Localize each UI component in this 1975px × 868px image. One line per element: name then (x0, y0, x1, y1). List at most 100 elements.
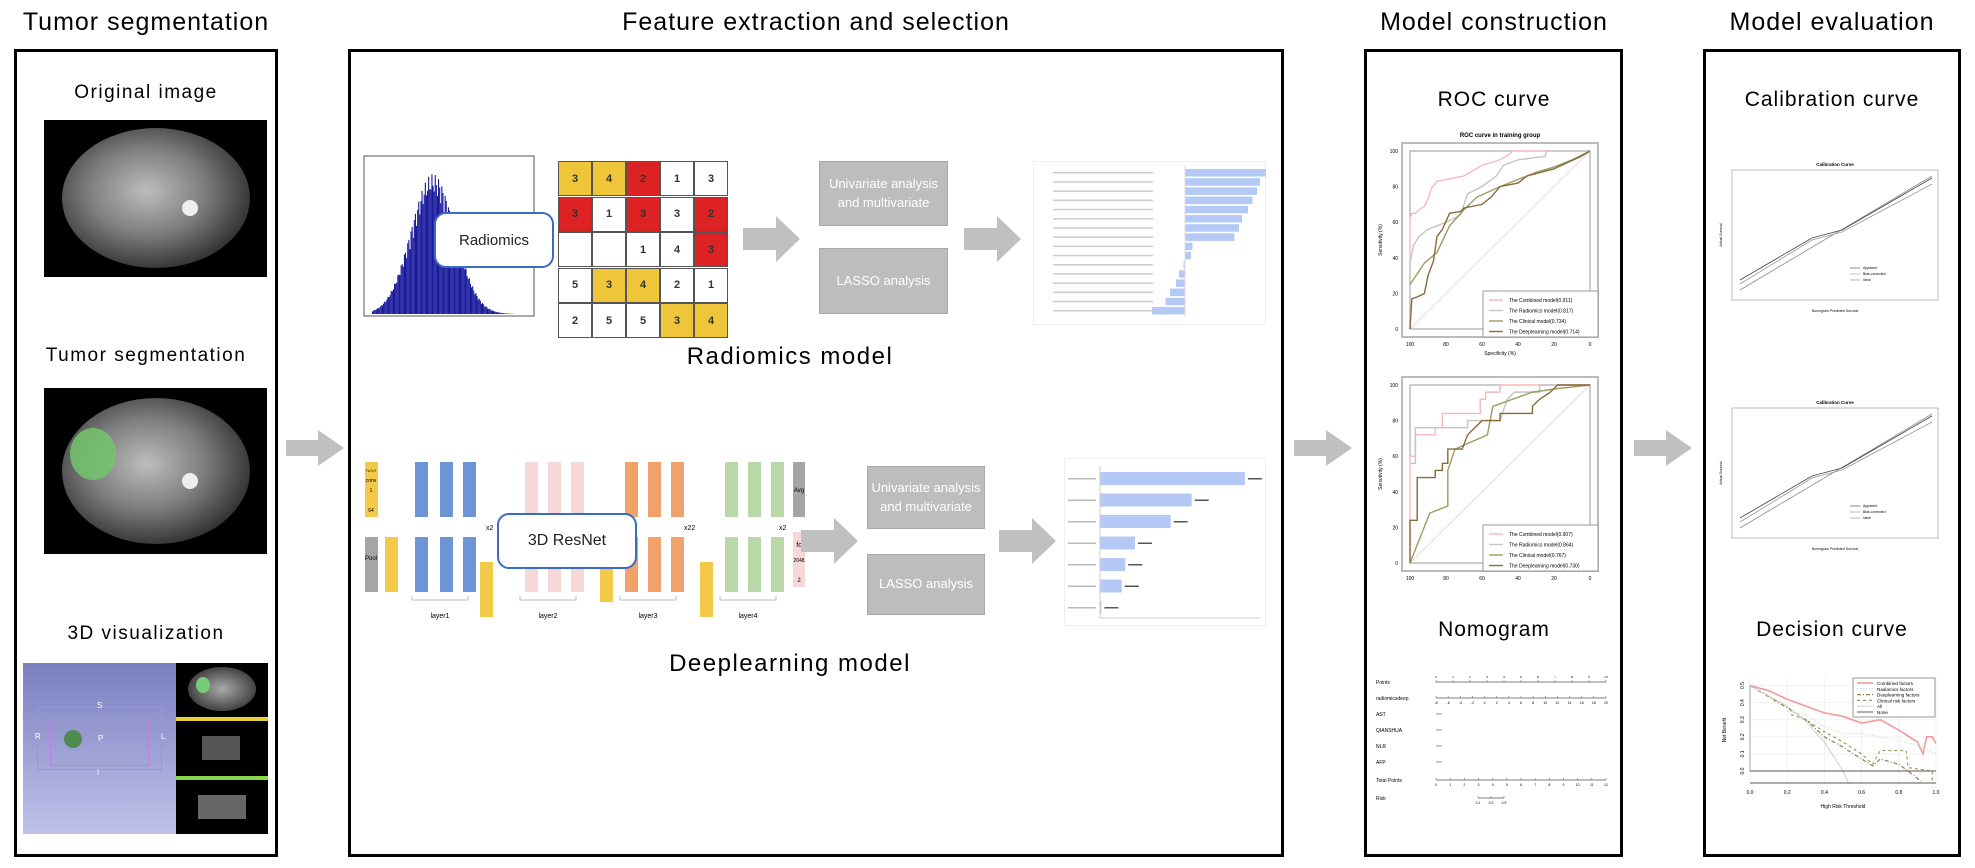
pool-block (365, 537, 378, 592)
histogram-bar (497, 312, 499, 314)
calibration-chart-test: Calibration CurveApparentBias-correctedI… (1719, 400, 1939, 551)
diagonal-reference (1409, 150, 1591, 330)
section-title-segmentation: Tumor segmentation (22, 8, 270, 36)
legend-label: The Clinical model(0.767) (1509, 553, 1566, 559)
calibration-apparent (1739, 177, 1933, 281)
histogram-bar (458, 246, 460, 314)
y-tick: 100 (1390, 383, 1399, 389)
y-tick: 0.4 (1740, 699, 1746, 706)
feature-label-placeholder (1068, 542, 1096, 544)
nomogram-row-label: Risk (1376, 796, 1386, 802)
histogram-bar (403, 254, 405, 314)
histogram-bar (399, 275, 401, 314)
conv-block (725, 537, 738, 592)
nomogram-tick-label: 6 (1520, 701, 1522, 705)
x-tick: 60 (1479, 342, 1485, 348)
histogram-bar (390, 290, 392, 314)
matrix-cell: 1 (592, 196, 626, 232)
matrix-cell: 2 (660, 267, 694, 303)
layer-bracket (519, 596, 577, 601)
radiomics-coefficient-chart (1033, 161, 1266, 325)
coefficient-bar (1185, 224, 1239, 232)
legend-label: Apparent (1863, 504, 1877, 508)
conv-block (625, 462, 638, 517)
matrix-cell: 4 (660, 232, 694, 267)
legend-label: The Combined model(0.907) (1509, 532, 1573, 538)
x-tick: 0.4 (1821, 790, 1828, 796)
histogram-bar (430, 189, 432, 314)
conv-block (648, 537, 661, 592)
x-tick: 0 (1589, 342, 1592, 348)
nomogram-tick-label: 5 (1520, 676, 1522, 679)
histogram-bar (479, 300, 481, 314)
value-label-placeholder (1194, 499, 1209, 501)
nomogram-tick-label: 0 (1484, 701, 1486, 705)
coefficient-bar (1152, 307, 1185, 315)
nomogram-tick-label: 10 (1543, 701, 1547, 705)
histogram-bar (487, 309, 489, 314)
orientation-i: I (97, 768, 100, 777)
histogram-bar (505, 313, 507, 314)
nomogram-tick-label: 3 (1478, 783, 1480, 787)
matrix-cell: 3 (660, 196, 694, 232)
conv-block (771, 462, 784, 517)
matrix-cell: 1 (626, 232, 660, 267)
nomogram-tick-label: 12 (1555, 701, 1559, 705)
nomogram-chart: PointsradiomicsdeepASTQIANSHUANLRAFPTota… (1376, 676, 1608, 805)
x-axis-label: Specificity (%) (1484, 351, 1516, 357)
x-tick: 0.8 (1895, 790, 1902, 796)
segmented-mri-image (44, 388, 267, 554)
deeplearning-model-label: Deeplearning model (669, 650, 911, 677)
histogram-bar (387, 296, 389, 314)
coefficient-bar (1183, 261, 1185, 269)
histogram-bar (502, 313, 504, 314)
histogram-bar (467, 279, 469, 314)
coefficient-bar (1185, 187, 1257, 195)
x-tick: 0.0 (1747, 790, 1754, 796)
nomogram-tick-label: 3 (1486, 676, 1488, 679)
histogram-bar (411, 226, 413, 314)
avg-pool-block (793, 462, 805, 517)
legend-label: Radiomics factors (1877, 687, 1914, 692)
histogram-bar (396, 282, 398, 314)
conv-block (440, 537, 453, 592)
pool-label: Pool (365, 556, 377, 562)
slice-slider-green[interactable] (176, 776, 268, 780)
calibration-bias-corrected (1739, 183, 1933, 285)
slice-slider-yellow[interactable] (176, 717, 268, 721)
tumor-segmentation-label: Tumor segmentation (45, 345, 247, 366)
histogram-bar (483, 304, 485, 314)
matrix-cell: 1 (694, 267, 728, 303)
histogram-bar (381, 305, 383, 314)
feature-label-placeholder (1053, 172, 1153, 174)
nomogram-tick-label: 9 (1563, 783, 1565, 787)
legend-box (1482, 290, 1599, 338)
layer-label: layer1 (430, 613, 449, 620)
conv-block (648, 462, 661, 517)
x-tick: 0 (1589, 576, 1592, 580)
histogram-bar (374, 309, 376, 314)
coefficient-bar (1185, 196, 1253, 205)
feature-label-placeholder (1068, 564, 1096, 566)
decision-curve-3 (1790, 714, 1933, 782)
nomogram-tick-label: 8 (1532, 701, 1534, 705)
layer-bracket (719, 596, 777, 601)
histogram-bar (412, 237, 414, 314)
layer-label: layer2 (538, 613, 557, 620)
y-tick: 100 (1390, 149, 1399, 155)
histogram-bar (406, 258, 408, 314)
orientation-s: S (97, 701, 103, 710)
histogram-bar (377, 307, 379, 314)
histogram-bar (488, 308, 490, 314)
y-tick: 80 (1392, 419, 1398, 425)
calibration-bias-corrected (1739, 421, 1933, 523)
histogram-bar (480, 303, 482, 314)
roc-curve-0 (1409, 150, 1590, 329)
histogram-bar (410, 231, 412, 314)
conv-block (600, 562, 613, 602)
value-label-placeholder (1138, 542, 1152, 544)
histogram-bar (494, 311, 496, 314)
histogram-bar (375, 310, 377, 314)
nomogram-row-label: QIANSHUA (1376, 728, 1403, 734)
y-tick: 0.3 (1740, 716, 1746, 723)
